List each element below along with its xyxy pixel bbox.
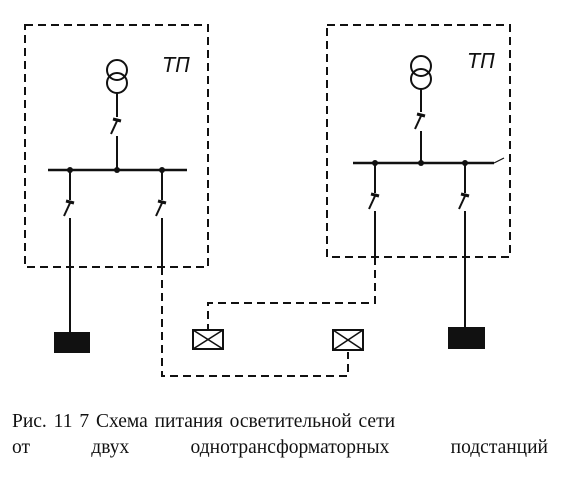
network-line-left [161,267,349,377]
input-breaker-left-icon [110,117,122,135]
caption-line-2: от двух однотрансформаторных подстанций [12,437,548,458]
luminaire-2-icon [332,329,364,351]
network-line-right [207,257,376,330]
transformer-right-icon [410,55,432,90]
substation-right-label: ТП [468,49,495,73]
figure-caption: Рис. 11 7 Схема питания осветительной се… [12,409,548,461]
input-breaker-right-icon [414,112,426,130]
feeder-left-2-breaker-icon [155,199,167,217]
load-left [54,332,90,353]
feeder-left-1-breaker-icon [63,199,75,217]
substation-right-boundary [326,24,511,258]
power-supply-scheme: ТП ТП [24,24,511,377]
load-right [448,327,485,349]
substation-left-boundary [24,24,209,268]
feeder-right-1-breaker-icon [368,192,380,210]
transformer-left-icon [106,59,128,94]
feeder-right-2-breaker-icon [458,192,470,210]
caption-line-1: Рис. 11 7 Схема питания осветительной се… [12,411,396,432]
substation-left-label: ТП [163,53,190,77]
substation-right: ТП [326,24,511,258]
substation-left: ТП [24,24,209,268]
luminaire-1-icon [192,329,224,350]
